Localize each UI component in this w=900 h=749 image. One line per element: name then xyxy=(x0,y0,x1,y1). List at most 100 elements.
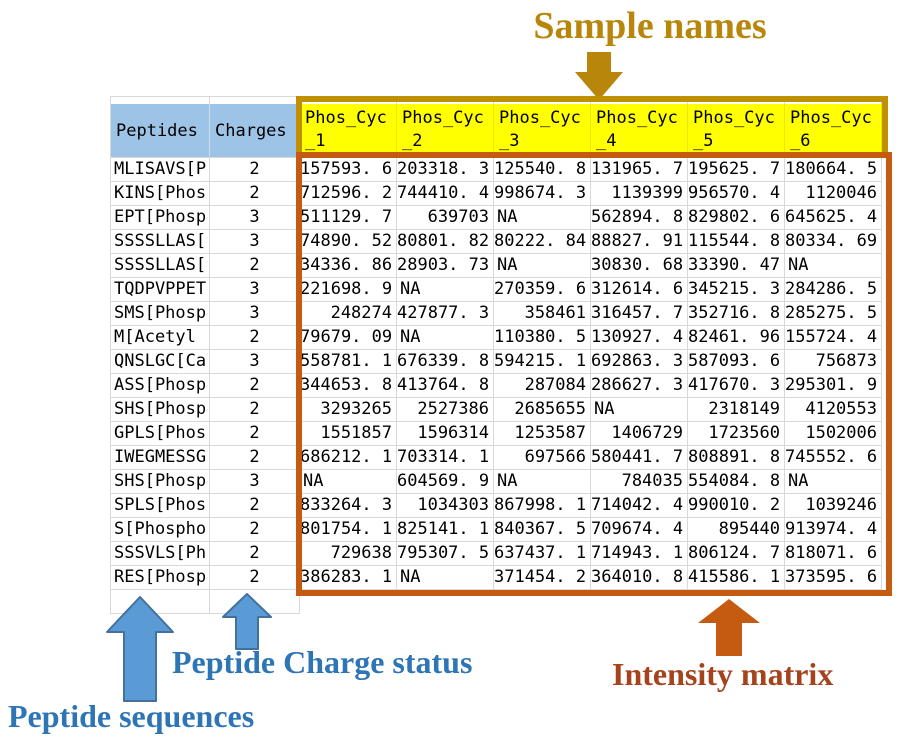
intensity-cell[interactable]: 686212. 1 xyxy=(300,446,397,470)
intensity-cell[interactable]: 956570. 4 xyxy=(688,182,785,206)
intensity-cell[interactable]: 558781. 1 xyxy=(300,350,397,374)
peptide-cell[interactable]: SPLS[Phos xyxy=(110,494,210,518)
intensity-cell[interactable]: 110380. 5 xyxy=(494,326,591,350)
intensity-cell[interactable]: 829802. 6 xyxy=(688,206,785,230)
intensity-cell[interactable]: 745552. 6 xyxy=(785,446,882,470)
intensity-cell[interactable]: 818071. 6 xyxy=(785,542,882,566)
intensity-cell[interactable]: 427877. 3 xyxy=(397,302,494,326)
intensity-cell[interactable]: 115544. 8 xyxy=(688,230,785,254)
intensity-cell[interactable]: 833264. 3 xyxy=(300,494,397,518)
intensity-cell[interactable]: NA xyxy=(494,254,591,278)
charge-cell[interactable]: 3 xyxy=(210,470,300,494)
charge-cell[interactable]: 3 xyxy=(210,278,300,302)
intensity-cell[interactable]: 82461. 96 xyxy=(688,326,785,350)
intensity-cell[interactable]: 4120553 xyxy=(785,398,882,422)
intensity-cell[interactable]: 697566 xyxy=(494,446,591,470)
intensity-cell[interactable]: 808891. 8 xyxy=(688,446,785,470)
intensity-cell[interactable]: 295301. 9 xyxy=(785,374,882,398)
intensity-cell[interactable]: 645625. 4 xyxy=(785,206,882,230)
charge-cell[interactable]: 2 xyxy=(210,518,300,542)
charge-cell[interactable]: 2 xyxy=(210,254,300,278)
intensity-cell[interactable]: 270359. 6 xyxy=(494,278,591,302)
intensity-cell[interactable]: 371454. 2 xyxy=(494,566,591,590)
intensity-cell[interactable]: 714943. 1 xyxy=(591,542,688,566)
intensity-cell[interactable]: 580441. 7 xyxy=(591,446,688,470)
intensity-cell[interactable]: 2318149 xyxy=(688,398,785,422)
intensity-cell[interactable]: 1139399 xyxy=(591,182,688,206)
intensity-cell[interactable]: 248274 xyxy=(300,302,397,326)
intensity-cell[interactable]: 131965. 7 xyxy=(591,158,688,182)
intensity-cell[interactable]: 554084. 8 xyxy=(688,470,785,494)
charge-cell[interactable]: 2 xyxy=(210,398,300,422)
intensity-cell[interactable]: 285275. 5 xyxy=(785,302,882,326)
intensity-cell[interactable]: 562894. 8 xyxy=(591,206,688,230)
intensity-cell[interactable]: 157593. 6 xyxy=(300,158,397,182)
intensity-cell[interactable]: 344653. 8 xyxy=(300,374,397,398)
intensity-cell[interactable]: 358461 xyxy=(494,302,591,326)
intensity-cell[interactable]: NA xyxy=(494,206,591,230)
intensity-cell[interactable]: 352716. 8 xyxy=(688,302,785,326)
charge-cell[interactable]: 2 xyxy=(210,326,300,350)
intensity-cell[interactable]: 825141. 1 xyxy=(397,518,494,542)
charge-cell[interactable]: 3 xyxy=(210,350,300,374)
intensity-cell[interactable]: NA xyxy=(785,470,882,494)
intensity-cell[interactable]: 703314. 1 xyxy=(397,446,494,470)
charge-cell[interactable]: 2 xyxy=(210,446,300,470)
charge-cell[interactable]: 3 xyxy=(210,206,300,230)
intensity-cell[interactable]: 712596. 2 xyxy=(300,182,397,206)
intensity-cell[interactable]: 709674. 4 xyxy=(591,518,688,542)
intensity-cell[interactable]: 676339. 8 xyxy=(397,350,494,374)
intensity-cell[interactable]: 195625. 7 xyxy=(688,158,785,182)
sample-header-cell[interactable]: Phos_Cyc_5 xyxy=(688,104,785,158)
peptide-cell[interactable]: M[Acetyl xyxy=(110,326,210,350)
intensity-cell[interactable]: 744410. 4 xyxy=(397,182,494,206)
intensity-cell[interactable]: 998674. 3 xyxy=(494,182,591,206)
intensity-cell[interactable]: 806124. 7 xyxy=(688,542,785,566)
intensity-cell[interactable]: 1502006 xyxy=(785,422,882,446)
intensity-cell[interactable]: 130927. 4 xyxy=(591,326,688,350)
intensity-cell[interactable]: NA xyxy=(785,254,882,278)
intensity-cell[interactable]: 1034303 xyxy=(397,494,494,518)
intensity-cell[interactable]: 729638 xyxy=(300,542,397,566)
intensity-cell[interactable]: 795307. 5 xyxy=(397,542,494,566)
intensity-cell[interactable]: 287084 xyxy=(494,374,591,398)
intensity-cell[interactable]: 345215. 3 xyxy=(688,278,785,302)
intensity-cell[interactable]: 155724. 4 xyxy=(785,326,882,350)
peptide-cell[interactable]: QNSLGC[Ca xyxy=(110,350,210,374)
intensity-cell[interactable]: 990010. 2 xyxy=(688,494,785,518)
charge-cell[interactable]: 2 xyxy=(210,182,300,206)
charge-cell[interactable]: 2 xyxy=(210,422,300,446)
peptide-cell[interactable]: RES[Phosp xyxy=(110,566,210,590)
intensity-cell[interactable]: NA xyxy=(300,470,397,494)
intensity-cell[interactable]: 840367. 5 xyxy=(494,518,591,542)
intensity-cell[interactable]: 364010. 8 xyxy=(591,566,688,590)
charge-cell[interactable]: 2 xyxy=(210,374,300,398)
intensity-cell[interactable]: 784035 xyxy=(591,470,688,494)
sample-header-cell[interactable]: Phos_Cyc_4 xyxy=(591,104,688,158)
intensity-cell[interactable]: 756873 xyxy=(785,350,882,374)
intensity-cell[interactable]: 286627. 3 xyxy=(591,374,688,398)
charge-cell[interactable]: 2 xyxy=(210,542,300,566)
intensity-cell[interactable]: 1253587 xyxy=(494,422,591,446)
peptide-cell[interactable]: SMS[Phosp xyxy=(110,302,210,326)
peptide-cell[interactable]: SSSSLLAS[ xyxy=(110,230,210,254)
intensity-cell[interactable]: 415586. 1 xyxy=(688,566,785,590)
intensity-cell[interactable]: 386283. 1 xyxy=(300,566,397,590)
peptide-cell[interactable]: EPT[Phosp xyxy=(110,206,210,230)
peptide-cell[interactable]: S[Phospho xyxy=(110,518,210,542)
intensity-cell[interactable]: 594215. 1 xyxy=(494,350,591,374)
sample-header-cell[interactable]: Phos_Cyc_6 xyxy=(785,104,882,158)
intensity-cell[interactable]: 3293265 xyxy=(300,398,397,422)
peptide-cell[interactable]: GPLS[Phos xyxy=(110,422,210,446)
intensity-cell[interactable]: 637437. 1 xyxy=(494,542,591,566)
charges-header-cell[interactable]: Charges xyxy=(210,104,300,158)
intensity-cell[interactable]: 373595. 6 xyxy=(785,566,882,590)
intensity-cell[interactable]: 88827. 91 xyxy=(591,230,688,254)
intensity-cell[interactable]: 1120046 xyxy=(785,182,882,206)
intensity-cell[interactable]: 80222. 84 xyxy=(494,230,591,254)
intensity-cell[interactable]: 867998. 1 xyxy=(494,494,591,518)
sample-header-cell[interactable]: Phos_Cyc_2 xyxy=(397,104,494,158)
intensity-cell[interactable]: 714042. 4 xyxy=(591,494,688,518)
intensity-cell[interactable]: 1551857 xyxy=(300,422,397,446)
intensity-cell[interactable]: 511129. 7 xyxy=(300,206,397,230)
